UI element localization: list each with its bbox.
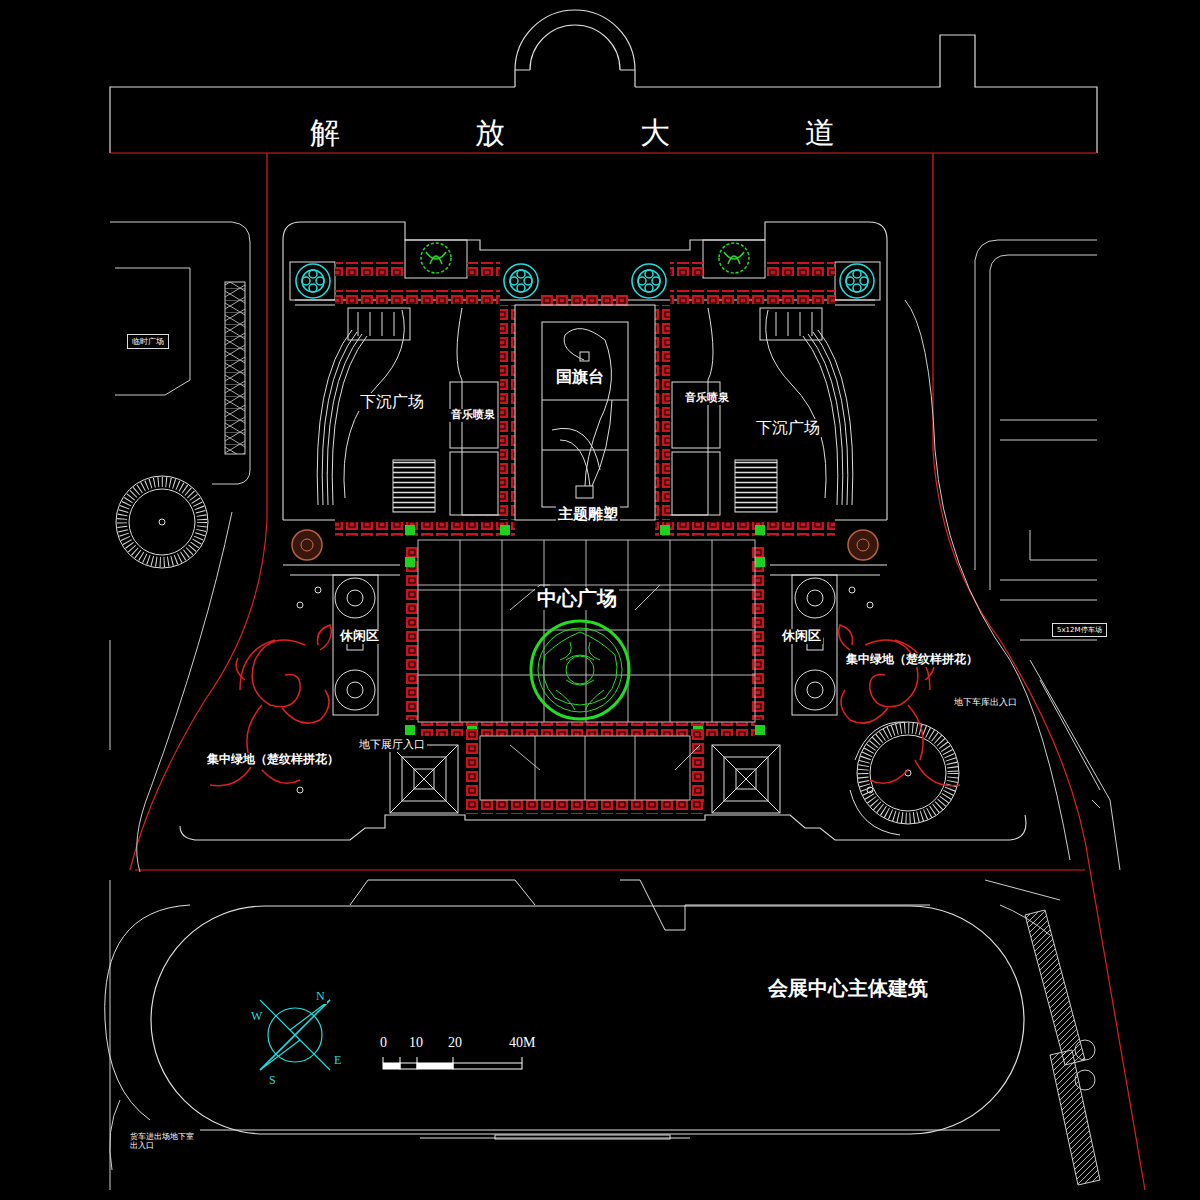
building-outline bbox=[150, 905, 1025, 1135]
scale-number: 0 bbox=[378, 1035, 389, 1051]
area-label: 休闲区 bbox=[338, 629, 381, 644]
site-box: 临时广场 bbox=[127, 334, 169, 349]
area-label: 中心广场 bbox=[535, 587, 619, 610]
node-text: 临时广场 bbox=[132, 337, 164, 346]
area-label: 休闲区 bbox=[780, 629, 823, 644]
node-text: 5x12M停车场 bbox=[1057, 626, 1102, 634]
entrance-label: 地下展厅入口 bbox=[357, 739, 427, 752]
area-label: 下沉广场 bbox=[754, 419, 822, 437]
compass-letter: W bbox=[249, 1010, 264, 1024]
road-name: 解放大道 bbox=[308, 116, 972, 151]
entrance-label: 货车进出场地下室出入口 bbox=[128, 1132, 202, 1150]
parking-box: 5x12M停车场 bbox=[1052, 623, 1107, 637]
compass-letter: S bbox=[267, 1074, 278, 1088]
scale-number: 40M bbox=[507, 1035, 537, 1051]
node-text: 会展中心主体建筑 bbox=[768, 975, 928, 1002]
building-outline bbox=[151, 906, 1024, 1134]
entrance-label: 地下车库出入口 bbox=[952, 697, 1019, 707]
area-label: 国旗台 bbox=[554, 368, 606, 386]
compass-letter: N bbox=[314, 990, 327, 1004]
area-label: 音乐喷泉 bbox=[683, 392, 731, 405]
area-label: 主题雕塑 bbox=[556, 506, 620, 523]
compass-letter: E bbox=[332, 1054, 343, 1068]
area-label: 集中绿地（楚纹样拼花） bbox=[844, 653, 980, 667]
area-label: 集中绿地（楚纹样拼花） bbox=[205, 753, 341, 767]
area-label: 音乐喷泉 bbox=[449, 409, 497, 422]
area-label: 下沉广场 bbox=[358, 393, 426, 411]
scale-number: 20 bbox=[446, 1035, 464, 1051]
main-building: 会展中心主体建筑 bbox=[150, 905, 1025, 1135]
scale-number: 10 bbox=[407, 1035, 425, 1051]
